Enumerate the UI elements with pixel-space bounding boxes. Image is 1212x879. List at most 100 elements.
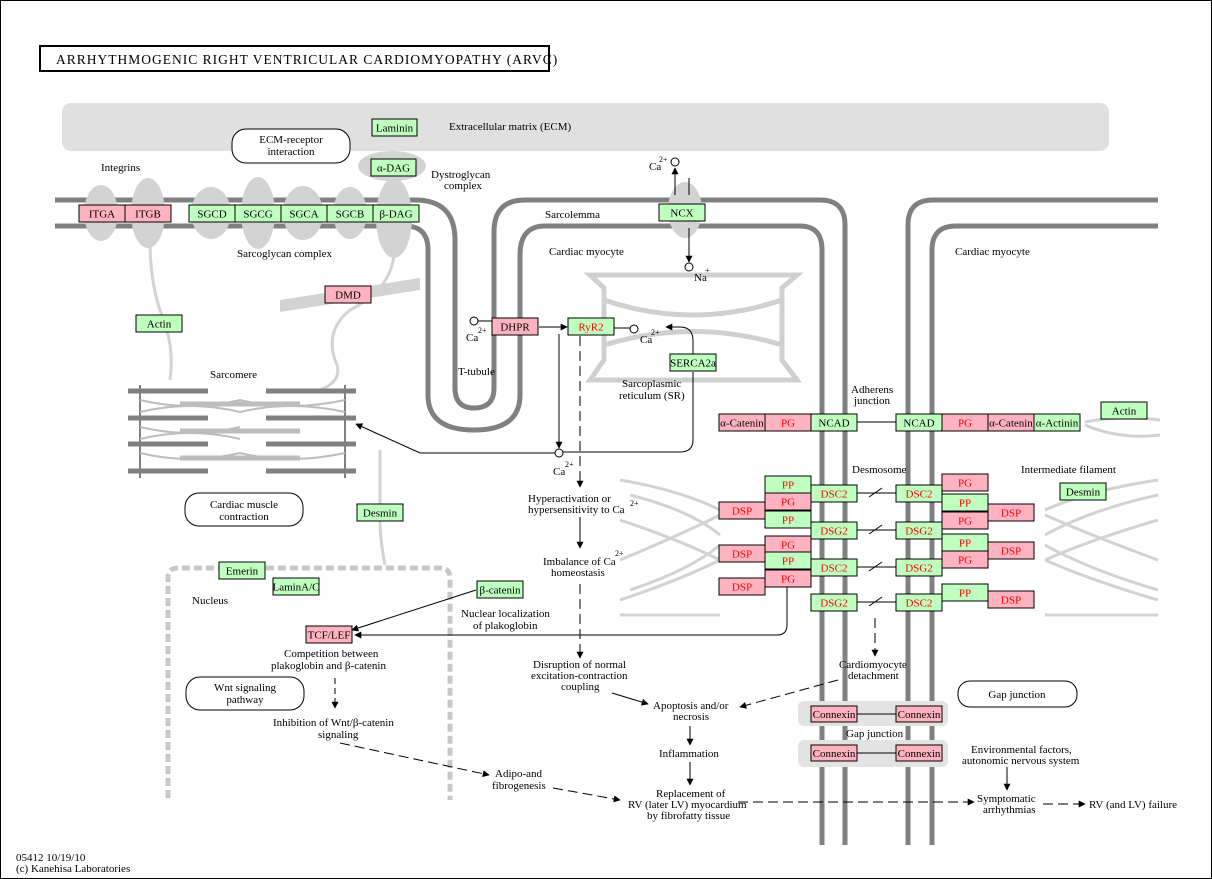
replacement-text-2: RV (later LV) myocardium <box>628 799 747 811</box>
gene-dsp-r3[interactable]: DSP <box>987 590 1035 609</box>
gene-dsg2-a[interactable]: DSG2 <box>810 521 858 540</box>
gene-connexin-2[interactable]: Connexin <box>895 705 943 723</box>
sarcomere <box>128 385 356 478</box>
hyper-text-2: hypersensitivity to Ca <box>528 504 625 516</box>
ecm-receptor-text-1: ECM-receptor <box>259 134 323 146</box>
muscle-contraction-link[interactable] <box>184 492 304 527</box>
gene-label: DSC2 <box>906 489 933 501</box>
ca-ion-ryr: Ca <box>640 334 652 346</box>
gene-ncx[interactable]: NCX <box>658 203 706 222</box>
gene-ncad-l[interactable]: NCAD <box>810 413 858 432</box>
gene-connexin-4[interactable]: Connexin <box>895 744 943 762</box>
intermediate-filament-label: Intermediate filament <box>1021 464 1116 476</box>
gene-laminin[interactable]: Laminin <box>371 118 418 137</box>
gene-dsp-r1[interactable]: DSP <box>987 503 1035 522</box>
gene-actin-left[interactable]: Actin <box>135 314 183 333</box>
gene-sgca[interactable]: SGCA <box>280 204 328 223</box>
gene-pp-r2[interactable]: PP <box>941 533 989 552</box>
gene-dsc2-c[interactable]: DSC2 <box>895 484 943 503</box>
sarcolemma-label: Sarcolemma <box>545 209 600 221</box>
gene-pp-l2[interactable]: PP <box>764 510 812 529</box>
gene-connexin-1[interactable]: Connexin <box>810 705 858 723</box>
gene-label: PG <box>958 555 972 567</box>
gene-label: PP <box>959 588 971 600</box>
ca-sup-ncx: 2+ <box>659 155 668 164</box>
gap-junction-link[interactable] <box>957 680 1078 708</box>
title-box <box>39 45 550 72</box>
gene-dmd[interactable]: DMD <box>324 285 372 304</box>
gene-ncad-r[interactable]: NCAD <box>895 413 943 432</box>
sr-shape <box>583 272 804 383</box>
gene-aactinin[interactable]: α-Actinin <box>1033 413 1081 432</box>
gene-label: SGCG <box>243 209 272 221</box>
gene-acatenin-r[interactable]: α-Catenin <box>987 413 1035 432</box>
gene-pp-r1[interactable]: PP <box>941 493 989 512</box>
gene-dsg2-d[interactable]: DSG2 <box>895 558 943 577</box>
gene-pg-r[interactable]: PG <box>941 413 989 432</box>
gene-dsc2-a[interactable]: DSC2 <box>810 484 858 503</box>
gene-dsp-l1[interactable]: DSP <box>718 501 766 520</box>
ecm-receptor-link[interactable] <box>231 128 351 164</box>
gene-label: α-Catenin <box>720 418 764 430</box>
gene-bdag[interactable]: β-DAG <box>372 204 420 223</box>
gene-pg-l1[interactable]: PG <box>764 492 812 511</box>
gene-serca2a[interactable]: SERCA2a <box>669 353 717 372</box>
gene-pg-l3[interactable]: PG <box>764 569 812 588</box>
gene-desmin-left[interactable]: Desmin <box>356 503 404 522</box>
gene-dsp-l3[interactable]: DSP <box>718 577 766 596</box>
gene-dsc2-d[interactable]: DSC2 <box>895 593 943 612</box>
sarcolemma-outer <box>55 197 848 845</box>
gene-pp-l1[interactable]: PP <box>764 475 812 494</box>
gene-tcflef[interactable]: TCF/LEF <box>305 625 353 644</box>
gene-desmin-right[interactable]: Desmin <box>1059 482 1107 501</box>
gene-bcatenin[interactable]: β-catenin <box>476 580 524 599</box>
gene-label: Laminin <box>376 123 414 135</box>
nuclear-loc-text-2: of plakoglobin <box>473 620 538 632</box>
gene-pp-r3[interactable]: PP <box>941 583 989 602</box>
gene-connexin-3[interactable]: Connexin <box>810 744 858 762</box>
adipo-text-2: fibrogenesis <box>492 780 546 792</box>
gene-pg-r1[interactable]: PG <box>941 473 989 492</box>
gene-emerin[interactable]: Emerin <box>218 561 266 580</box>
gene-ryr2[interactable]: RyR2 <box>567 317 615 336</box>
muscle-contraction-text-2: contraction <box>219 511 269 523</box>
gene-dsp-l2[interactable]: DSP <box>718 544 766 563</box>
gene-label: DSP <box>1001 595 1021 607</box>
imbalance-sup: 2+ <box>615 549 624 558</box>
gene-label: Connexin <box>813 709 856 721</box>
gene-label: LaminA/C <box>272 582 319 594</box>
gene-dsc2-b[interactable]: DSC2 <box>810 558 858 577</box>
gene-dsg2-b[interactable]: DSG2 <box>810 593 858 612</box>
gene-sgcg[interactable]: SGCG <box>234 204 282 223</box>
gene-itga[interactable]: ITGA <box>78 204 126 223</box>
gene-dsp-r2[interactable]: DSP <box>987 541 1035 560</box>
gene-actin-right[interactable]: Actin <box>1100 401 1148 420</box>
gene-sgcb[interactable]: SGCB <box>326 204 374 223</box>
gene-adag[interactable]: α-DAG <box>370 158 417 177</box>
gene-pg-l2[interactable]: PG <box>764 535 812 554</box>
gene-label: DMD <box>335 290 361 302</box>
gap-junction-link-text: Gap junction <box>988 689 1046 701</box>
gene-pg-r2[interactable]: PG <box>941 511 989 530</box>
gene-pg-r3[interactable]: PG <box>941 550 989 569</box>
inhibition-text-2: signaling <box>318 729 359 741</box>
ca-sup-ryr: 2+ <box>651 328 660 337</box>
gene-label: Desmin <box>1066 487 1101 499</box>
gene-dhpr[interactable]: DHPR <box>491 317 539 336</box>
gene-label: β-DAG <box>379 209 412 221</box>
gene-acatenin-l[interactable]: α-Catenin <box>718 413 766 432</box>
gene-label: α-DAG <box>377 163 410 175</box>
gene-lamin[interactable]: LaminA/C <box>272 577 320 596</box>
gene-dsg2-c[interactable]: DSG2 <box>895 521 943 540</box>
hyper-text-1: Hyperactivation or <box>528 493 611 505</box>
gene-itgb[interactable]: ITGB <box>124 204 172 223</box>
gene-pp-l3[interactable]: PP <box>764 551 812 570</box>
gene-sgcd[interactable]: SGCD <box>188 204 236 223</box>
gene-label: PG <box>958 478 972 490</box>
wnt-signaling-link[interactable] <box>185 676 305 711</box>
gene-label: DSP <box>1001 508 1021 520</box>
na-ion: Na <box>694 272 707 284</box>
gene-label: NCAD <box>903 418 934 430</box>
gene-pg-l[interactable]: PG <box>764 413 812 432</box>
